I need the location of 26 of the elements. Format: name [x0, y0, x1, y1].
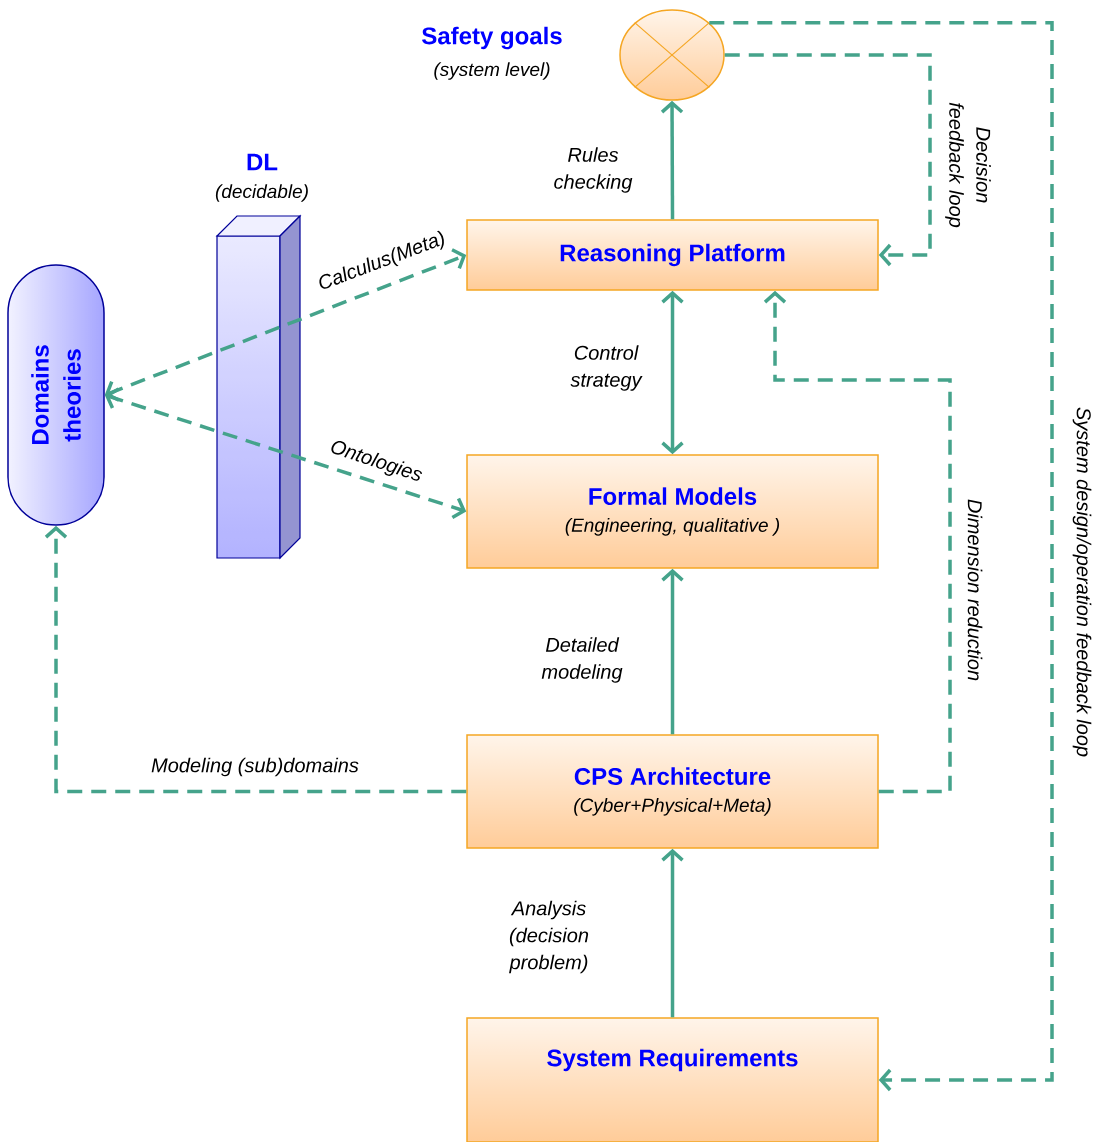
edge-label: Dimension reduction	[967, 499, 983, 681]
edge-label: System design/operation feedback loop	[1072, 407, 1092, 757]
caption-text: (decidable)	[215, 184, 308, 202]
capsule-box: Domains theories	[7, 264, 105, 526]
dashed-arrow	[44, 525, 467, 794]
dashed-arrow	[709, 20, 1054, 1092]
process-box: Formal Models (Engineering, qualitative )	[466, 454, 879, 569]
heading: Safety goals	[422, 26, 562, 50]
edge-label: Rules checking	[554, 147, 633, 193]
process-box: CPS Architecture (Cyber+Physical+Meta)	[466, 734, 879, 849]
dashed-arrow	[104, 387, 467, 520]
process-box: Reasoning Platform	[466, 219, 879, 291]
edge-label: Analysis (decision problem)	[509, 900, 589, 974]
arrow	[661, 290, 684, 455]
arrow	[661, 848, 684, 1018]
edge-label: Control strategy	[570, 345, 643, 391]
caption-text: (system level)	[434, 62, 550, 80]
edge-label: Detailed modeling	[541, 637, 623, 683]
dashed-arrow	[763, 290, 952, 794]
edge-label: Modeling (sub)domains	[151, 757, 359, 777]
arrow	[660, 100, 684, 220]
edge-label: Decision feedback loop	[945, 102, 991, 228]
dashed-arrow	[724, 53, 932, 267]
heading: DL	[247, 153, 278, 171]
arrow	[661, 568, 684, 735]
process-box: System Requirements	[466, 1017, 879, 1142]
